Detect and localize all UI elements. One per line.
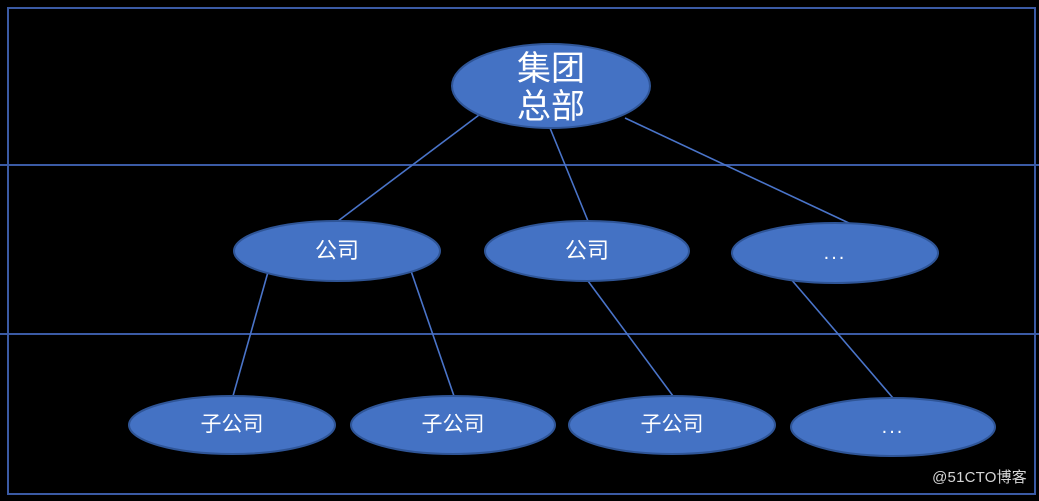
connector-hq-to-company-1 [337,114,480,222]
connector-company-1-to-subsidiary-1 [232,271,269,397]
node-group-hq[interactable] [451,43,651,129]
level-dividers [0,164,1039,335]
node-ellipses [128,43,996,457]
connector-lines [232,114,894,399]
connector-company-1-to-subsidiary-2 [409,267,455,397]
watermark: @51CTO博客 [932,469,1027,486]
connector-company-more-to-subsidiary-more [789,277,894,399]
node-company-1[interactable] [233,220,441,282]
node-company-more[interactable] [731,222,939,284]
node-company-2[interactable] [484,220,690,282]
connector-hq-to-company-2 [549,127,589,222]
node-subsidiary-1[interactable] [128,395,336,455]
node-subsidiary-more[interactable] [790,397,996,457]
connector-company-2-to-subsidiary-3 [587,280,674,397]
frame-border [7,7,1036,495]
connector-hq-to-company-more [624,117,852,225]
node-subsidiary-3[interactable] [568,395,776,455]
node-subsidiary-2[interactable] [350,395,556,455]
